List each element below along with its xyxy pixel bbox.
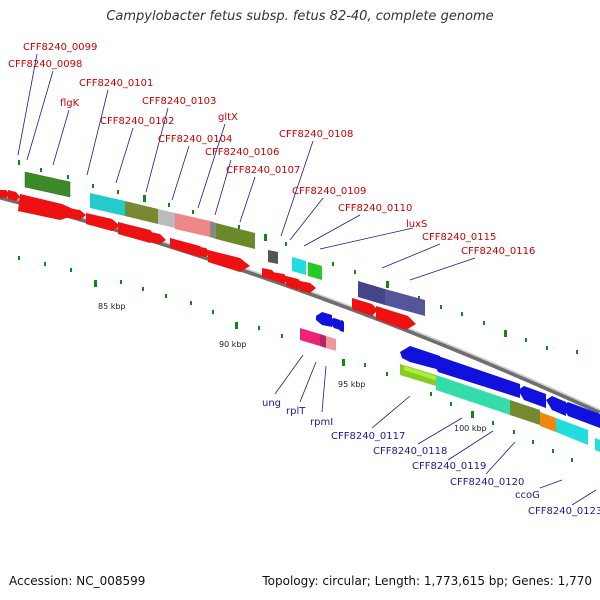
forward-cds-track: [0, 171, 425, 330]
scale-label-85: 85 kbp: [98, 302, 126, 311]
svg-text:CFF8240_0102: CFF8240_0102: [100, 116, 174, 127]
svg-text:CFF8240_0119: CFF8240_0119: [412, 461, 486, 472]
gene-label-CFF8240_0099: CFF8240_0099: [17, 42, 97, 156]
gene-label-ccoG: ccoG: [515, 479, 563, 501]
svg-text:rpmI: rpmI: [310, 417, 333, 428]
genome-summary: Topology: circular; Length: 1,773,615 bp…: [262, 574, 592, 588]
gene-label-rpmI: rpmI: [310, 365, 333, 428]
accession-label: Accession: NC_008599: [9, 574, 146, 588]
gene-label-gltX: gltX: [197, 112, 238, 209]
svg-text:100 kbp: 100 kbp: [454, 424, 487, 433]
gene-label-luxS: luxS: [319, 219, 427, 250]
gene-label-CFF8240_0102: CFF8240_0102: [100, 116, 174, 184]
svg-text:flgK: flgK: [60, 98, 80, 109]
svg-text:CFF8240_0123: CFF8240_0123: [528, 506, 600, 517]
scale-label-100: 100 kbp: [454, 424, 487, 433]
gene-label-ung: ung: [262, 354, 304, 409]
reverse-cds-track: [300, 312, 600, 452]
svg-text:CFF8240_0115: CFF8240_0115: [422, 232, 496, 243]
gene-label-CFF8240_0119: CFF8240_0119: [412, 430, 494, 472]
gene-label-CFF8240_0109: CFF8240_0109: [289, 186, 366, 241]
svg-text:ung: ung: [262, 398, 281, 409]
gene-label-rplT: rplT: [286, 361, 317, 417]
gene-label-CFF8240_0118: CFF8240_0118: [373, 417, 463, 457]
svg-text:luxS: luxS: [406, 219, 427, 230]
svg-text:CFF8240_0104: CFF8240_0104: [158, 134, 232, 145]
gene-label-CFF8240_0104: CFF8240_0104: [158, 134, 232, 201]
gene-label-CFF8240_0103: CFF8240_0103: [142, 96, 216, 193]
scale-label-95: 95 kbp: [338, 380, 366, 389]
svg-text:95 kbp: 95 kbp: [338, 380, 366, 389]
svg-text:CFF8240_0106: CFF8240_0106: [205, 147, 279, 158]
gene-label-CFF8240_0120: CFF8240_0120: [450, 441, 524, 488]
svg-text:CFF8240_0108: CFF8240_0108: [279, 129, 353, 140]
svg-text:CFF8240_0120: CFF8240_0120: [450, 477, 524, 488]
gene-label-CFF8240_0116: CFF8240_0116: [409, 246, 535, 281]
svg-text:gltX: gltX: [218, 112, 238, 123]
gene-label-CFF8240_0106: CFF8240_0106: [205, 147, 279, 216]
svg-text:CFF8240_0101: CFF8240_0101: [79, 78, 153, 89]
gene-label-CFF8240_0117: CFF8240_0117: [331, 395, 411, 442]
svg-text:CFF8240_0116: CFF8240_0116: [461, 246, 535, 257]
svg-text:85 kbp: 85 kbp: [98, 302, 126, 311]
map-title: Campylobacter fetus subsp. fetus 82-40, …: [106, 9, 494, 24]
svg-text:rplT: rplT: [286, 406, 306, 417]
scale-label-90: 90 kbp: [219, 340, 247, 349]
gene-label-flgK: flgK: [52, 98, 80, 166]
gene-label-CFF8240_0107: CFF8240_0107: [226, 165, 300, 223]
svg-text:CFF8240_0107: CFF8240_0107: [226, 165, 300, 176]
gene-label-CFF8240_0098: CFF8240_0098: [8, 59, 82, 161]
svg-text:CFF8240_0098: CFF8240_0098: [8, 59, 82, 70]
svg-text:CFF8240_0099: CFF8240_0099: [23, 42, 97, 53]
svg-text:CFF8240_0118: CFF8240_0118: [373, 446, 447, 457]
gene-label-CFF8240_0108: CFF8240_0108: [279, 129, 353, 237]
svg-text:CFF8240_0110: CFF8240_0110: [338, 203, 412, 214]
gene-label-CFF8240_0123: CFF8240_0123: [528, 489, 600, 517]
scale-ticks: [18, 160, 578, 462]
gene-label-CFF8240_0101: CFF8240_0101: [79, 78, 153, 176]
svg-text:90 kbp: 90 kbp: [219, 340, 247, 349]
gene-label-CFF8240_0110: CFF8240_0110: [303, 203, 412, 247]
svg-text:ccoG: ccoG: [515, 490, 540, 501]
svg-text:CFF8240_0103: CFF8240_0103: [142, 96, 216, 107]
gene-label-CFF8240_0115: CFF8240_0115: [381, 232, 496, 269]
svg-text:CFF8240_0117: CFF8240_0117: [331, 431, 405, 442]
svg-text:CFF8240_0109: CFF8240_0109: [292, 186, 366, 197]
